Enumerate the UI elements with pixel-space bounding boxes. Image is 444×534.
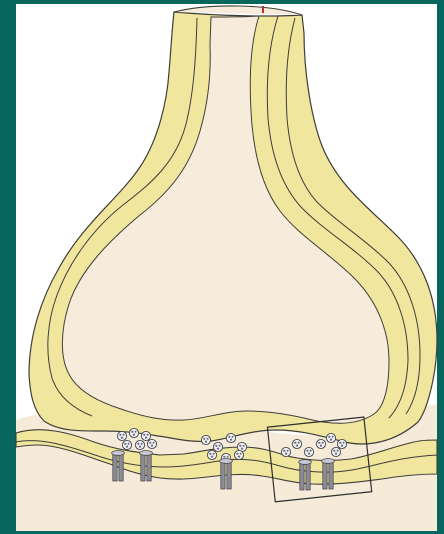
synapse-diagram <box>0 0 444 534</box>
teal-frame <box>0 0 444 534</box>
